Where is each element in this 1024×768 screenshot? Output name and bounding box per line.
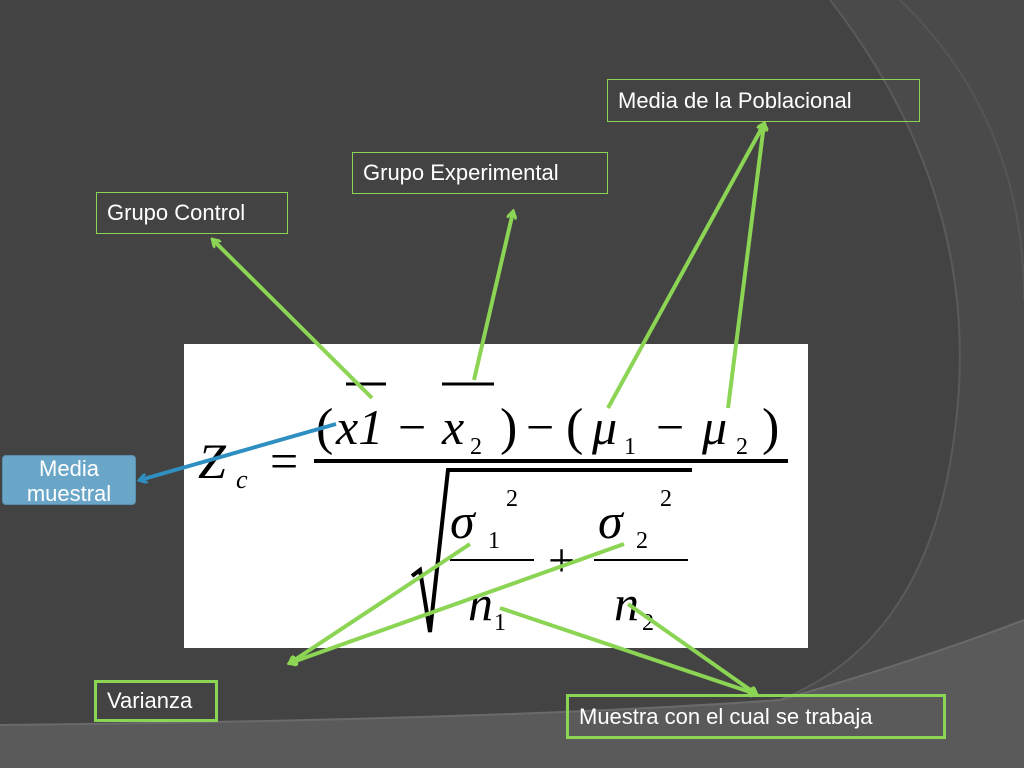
label-media-muestral: Media muestral [2,455,136,506]
num-mu1: μ [591,399,617,455]
den-n2-sub: 2 [642,610,654,636]
den-n1: n [468,575,493,631]
num-open-paren-1: ( [316,399,333,456]
num-x1: x1 [335,399,383,455]
z-test-formula: Z c = ( x1 − x 2 ) − ( μ 1 − μ 2 ) σ 1 2… [198,382,788,636]
num-open-paren-2: ( [566,399,583,456]
den-sigma1: σ [450,493,477,549]
label-muestra: Muestra con el cual se trabaja [566,694,946,739]
num-minus-mid: − [526,399,554,455]
formula-z-sub: c [236,465,248,494]
formula-z: Z [198,433,227,489]
den-sigma2-sup: 2 [660,486,672,512]
label-varianza: Varianza [94,680,218,722]
label-media-poblacional: Media de la Poblacional [607,79,920,122]
den-sigma1-sub: 1 [488,528,500,554]
num-x2: x [441,399,464,455]
formula-panel: Z c = ( x1 − x 2 ) − ( μ 1 − μ 2 ) σ 1 2… [184,344,808,648]
label-grupo-experimental: Grupo Experimental [352,152,608,194]
den-n2: n [614,575,639,631]
den-sigma1-sup: 2 [506,486,518,512]
den-plus: + [548,534,575,587]
label-grupo-control: Grupo Control [96,192,288,234]
num-mu1-sub: 1 [624,434,636,460]
num-close-paren-2: ) [762,399,779,456]
num-mu2: μ [701,399,727,455]
num-x2-sub: 2 [470,434,482,460]
den-sigma2: σ [598,493,625,549]
formula-equals: = [270,433,298,489]
num-close-paren-1: ) [500,399,517,456]
den-sigma2-sub: 2 [636,528,648,554]
label-media-muestral-line2: muestral [26,481,112,506]
den-n1-sub: 1 [494,610,506,636]
label-media-muestral-line1: Media [39,456,99,481]
num-minus-1: − [398,399,426,455]
num-mu2-sub: 2 [736,434,748,460]
num-minus-2: − [656,399,684,455]
